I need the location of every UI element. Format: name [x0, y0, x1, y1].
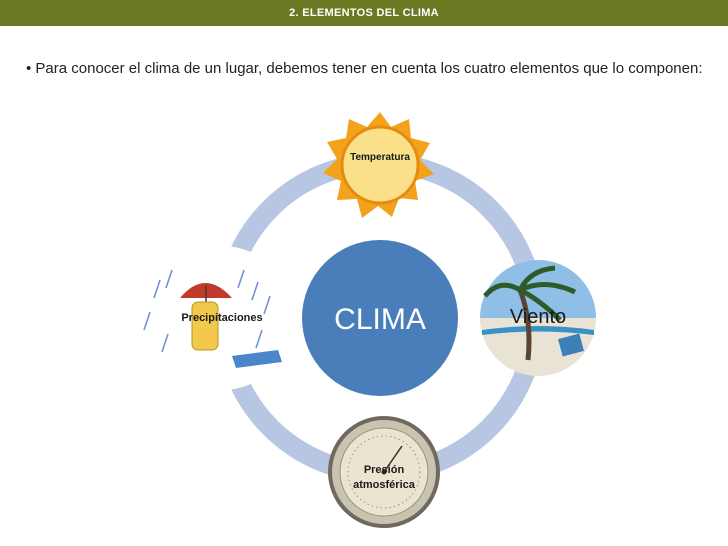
puddle-icon: [232, 350, 282, 368]
precipitation-label: Precipitaciones: [181, 312, 263, 324]
temperature-label: Temperatura: [350, 152, 410, 163]
temperature-node: [323, 112, 434, 218]
palm-tree-icon: [517, 289, 532, 361]
pressure-label: Presión atmosférica: [334, 463, 434, 493]
header-bar: [0, 0, 728, 26]
wind-label: Viento: [509, 306, 567, 328]
pressure-node: [328, 416, 440, 528]
wind-node: [480, 260, 596, 376]
pressure-label-line2: atmosférica: [353, 479, 415, 491]
pressure-label-line1: Presión: [363, 464, 405, 476]
rain-icon: [143, 269, 271, 353]
center-circle: [302, 240, 458, 396]
precipitation-node: [143, 246, 294, 390]
slide-title: 2. ELEMENTOS DEL CLIMA: [289, 7, 439, 19]
raincoat-figure: [191, 301, 219, 351]
intro-paragraph: • Para conocer el clima de un lugar, deb…: [26, 60, 703, 77]
center-label: CLIMA: [334, 303, 426, 336]
